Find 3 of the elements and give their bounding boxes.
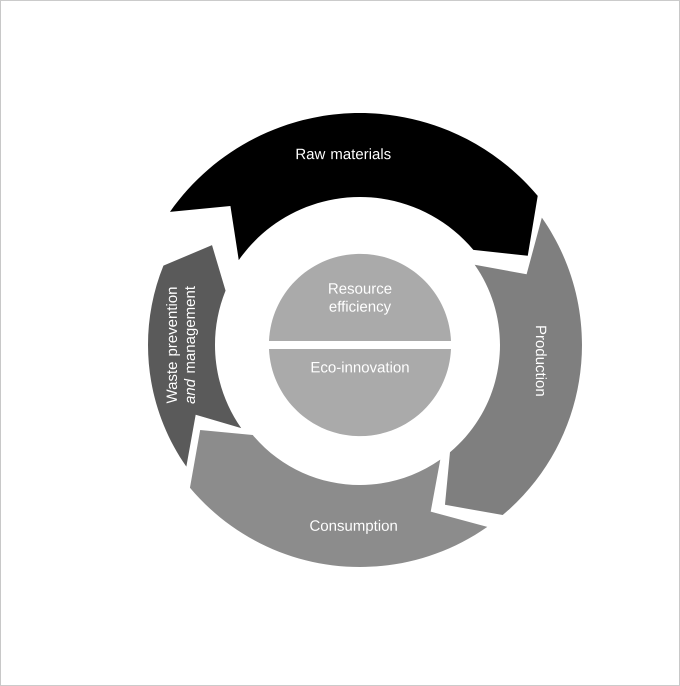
arrow-segment: Consumption bbox=[190, 430, 488, 567]
arrow-segment: Raw materials bbox=[170, 113, 538, 260]
arrow-segment: Production bbox=[444, 218, 582, 516]
